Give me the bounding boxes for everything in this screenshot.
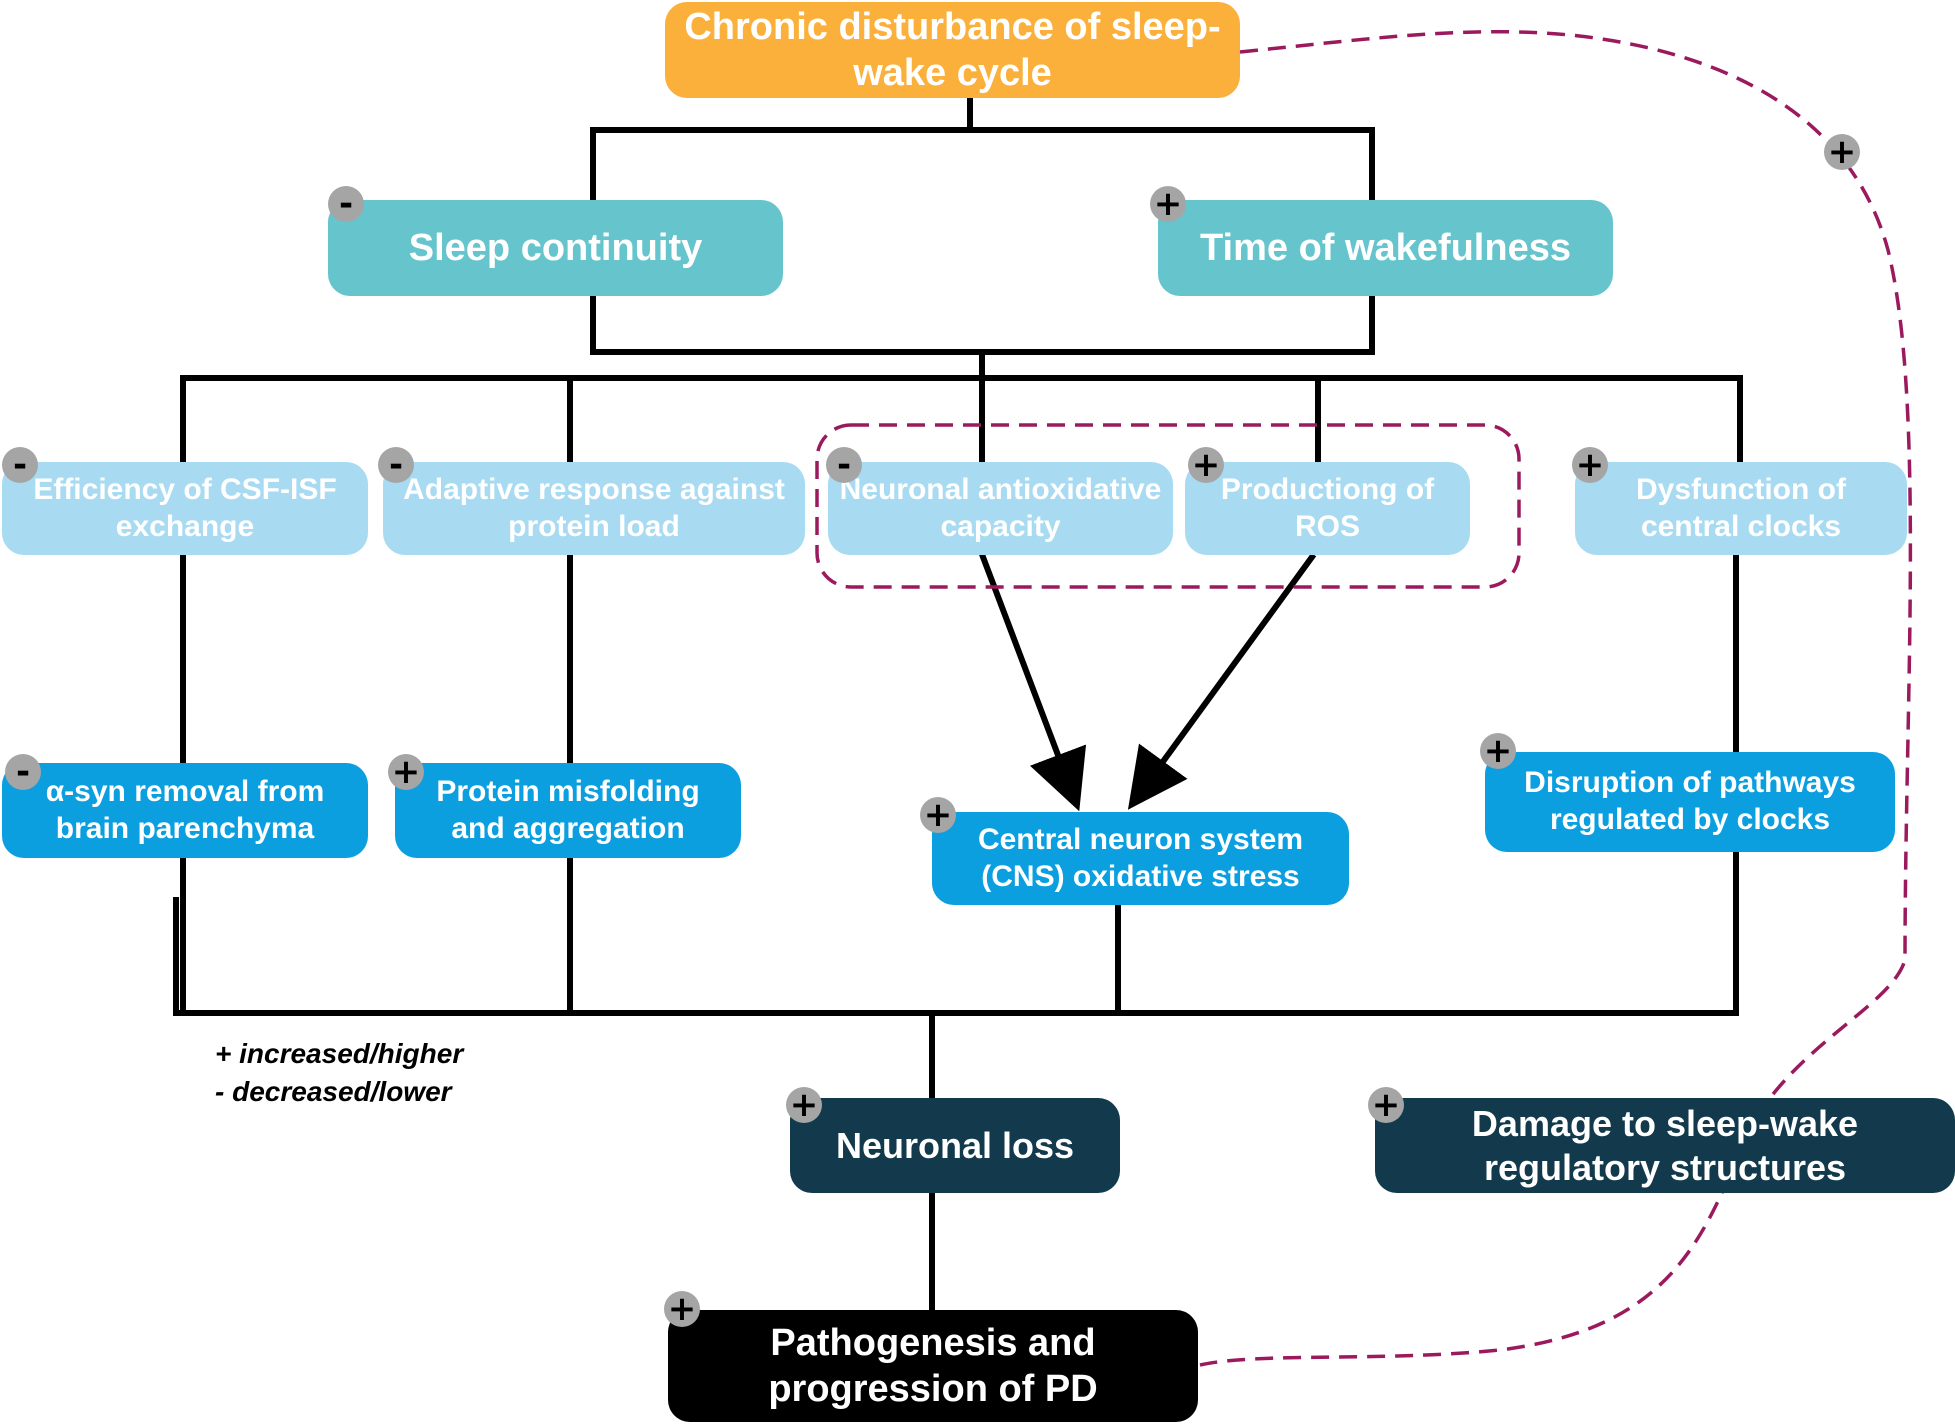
node-dysfunction-clocks: Dysfunction of central clocks <box>1575 462 1907 555</box>
node-cns-oxidative-stress: Central neuron system (CNS) oxidative st… <box>932 812 1349 905</box>
node-damage-regulatory-structures: Damage to sleep-wake regulatory structur… <box>1375 1098 1955 1193</box>
node-asyn-removal: α-syn removal from brain parenchyma <box>2 763 368 858</box>
node-csf-isf-exchange: Efficiency of CSF-ISF exchange <box>2 462 368 555</box>
plus-sign-icon: + <box>1824 134 1860 170</box>
minus-sign-icon: - <box>328 186 364 222</box>
legend-increased: + increased/higher <box>215 1038 464 1069</box>
plus-sign-icon: + <box>664 1291 700 1327</box>
legend: + increased/higher - decreased/lower <box>215 1035 463 1111</box>
minus-sign-icon: - <box>5 754 41 790</box>
plus-sign-icon: + <box>1368 1087 1404 1123</box>
feedback-dashed-loop <box>1199 29 1913 1367</box>
node-time-of-wakefulness: Time of wakefulness <box>1158 200 1613 296</box>
minus-sign-icon: - <box>378 447 414 483</box>
node-pathogenesis-pd: Pathogenesis and progression of PD <box>668 1310 1198 1422</box>
node-neuronal-loss: Neuronal loss <box>790 1098 1120 1193</box>
plus-sign-icon: + <box>388 754 424 790</box>
arrow-ros-to-cns <box>1127 552 1317 810</box>
node-protein-misfolding: Protein misfolding and aggregation <box>395 763 741 858</box>
arrow-antioxidative-to-cns <box>979 553 1087 812</box>
node-disruption-pathways: Disruption of pathways regulated by cloc… <box>1485 752 1895 852</box>
plus-sign-icon: + <box>1150 186 1186 222</box>
plus-sign-icon: + <box>920 797 956 833</box>
minus-sign-icon: - <box>2 447 38 483</box>
minus-sign-icon: - <box>826 447 862 483</box>
node-chronic-disturbance: Chronic disturbance of sleep- wake cycle <box>665 2 1240 98</box>
node-antioxidative-capacity: Neuronal antioxidative capacity <box>828 462 1173 555</box>
node-sleep-continuity: Sleep continuity <box>328 200 783 296</box>
plus-sign-icon: + <box>1572 447 1608 483</box>
plus-sign-icon: + <box>786 1087 822 1123</box>
node-adaptive-response: Adaptive response against protein load <box>383 462 805 555</box>
plus-sign-icon: + <box>1188 447 1224 483</box>
node-ros-production: Productiong of ROS <box>1185 462 1470 555</box>
oxidative-group-dashed-box <box>815 423 1521 589</box>
legend-decreased: - decreased/lower <box>215 1075 452 1107</box>
plus-sign-icon: + <box>1480 733 1516 769</box>
